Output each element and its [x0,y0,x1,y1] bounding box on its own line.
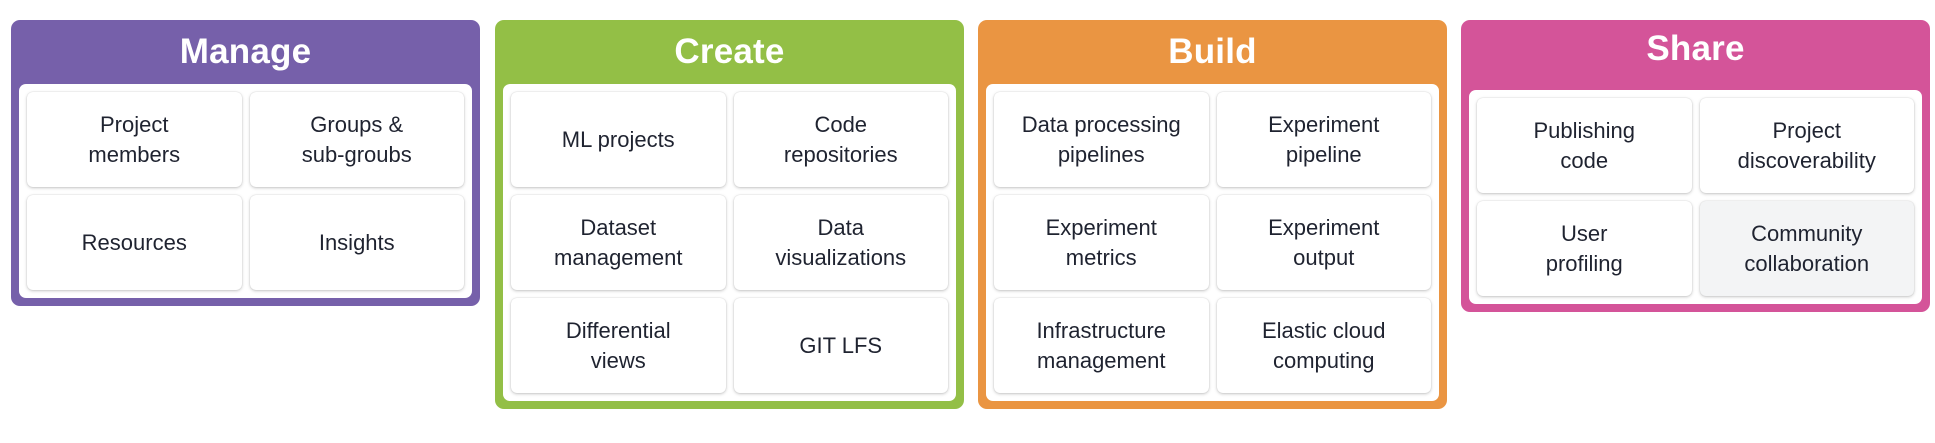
panel-build: Build Data processing pipelines Experime… [978,20,1447,409]
panel-content: ML projects Code repositories Dataset ma… [503,84,956,401]
panel-title: Build [1168,32,1257,71]
card-data-visualizations: Data visualizations [733,195,948,290]
panel-share: Share Publishing code Project discoverab… [1461,20,1930,312]
card-git-lfs: GIT LFS [733,298,948,393]
card-experiment-pipeline: Experiment pipeline [1216,92,1431,187]
card-code-repositories: Code repositories [733,92,948,187]
card-resources: Resources [27,195,242,290]
panel-content: Project members Groups & sub-groubs Reso… [19,84,472,298]
card-infrastructure-management: Infrastructure management [994,298,1209,393]
panel-title: Share [1646,29,1745,68]
card-insights: Insights [249,195,464,290]
panel-create: Create ML projects Code repositories Dat… [495,20,964,409]
card-experiment-metrics: Experiment metrics [994,195,1209,290]
card-groups-subgroups: Groups & sub-groubs [249,92,464,187]
card-publishing-code: Publishing code [1477,98,1692,193]
panel-manage: Manage Project members Groups & sub-grou… [11,20,480,306]
card-experiment-output: Experiment output [1216,195,1431,290]
panel-content: Publishing code Project discoverability … [1469,90,1922,304]
card-data-processing-pipelines: Data processing pipelines [994,92,1209,187]
card-elastic-cloud-computing: Elastic cloud computing [1216,298,1431,393]
card-differential-views: Differential views [511,298,726,393]
card-project-discoverability: Project discoverability [1699,98,1914,193]
card-community-collaboration: Community collaboration [1699,201,1914,296]
card-project-members: Project members [27,92,242,187]
card-user-profiling: User profiling [1477,201,1692,296]
card-ml-projects: ML projects [511,92,726,187]
panel-title: Create [674,32,785,71]
panel-title: Manage [179,32,312,71]
card-dataset-management: Dataset management [511,195,726,290]
panel-content: Data processing pipelines Experiment pip… [986,84,1439,401]
